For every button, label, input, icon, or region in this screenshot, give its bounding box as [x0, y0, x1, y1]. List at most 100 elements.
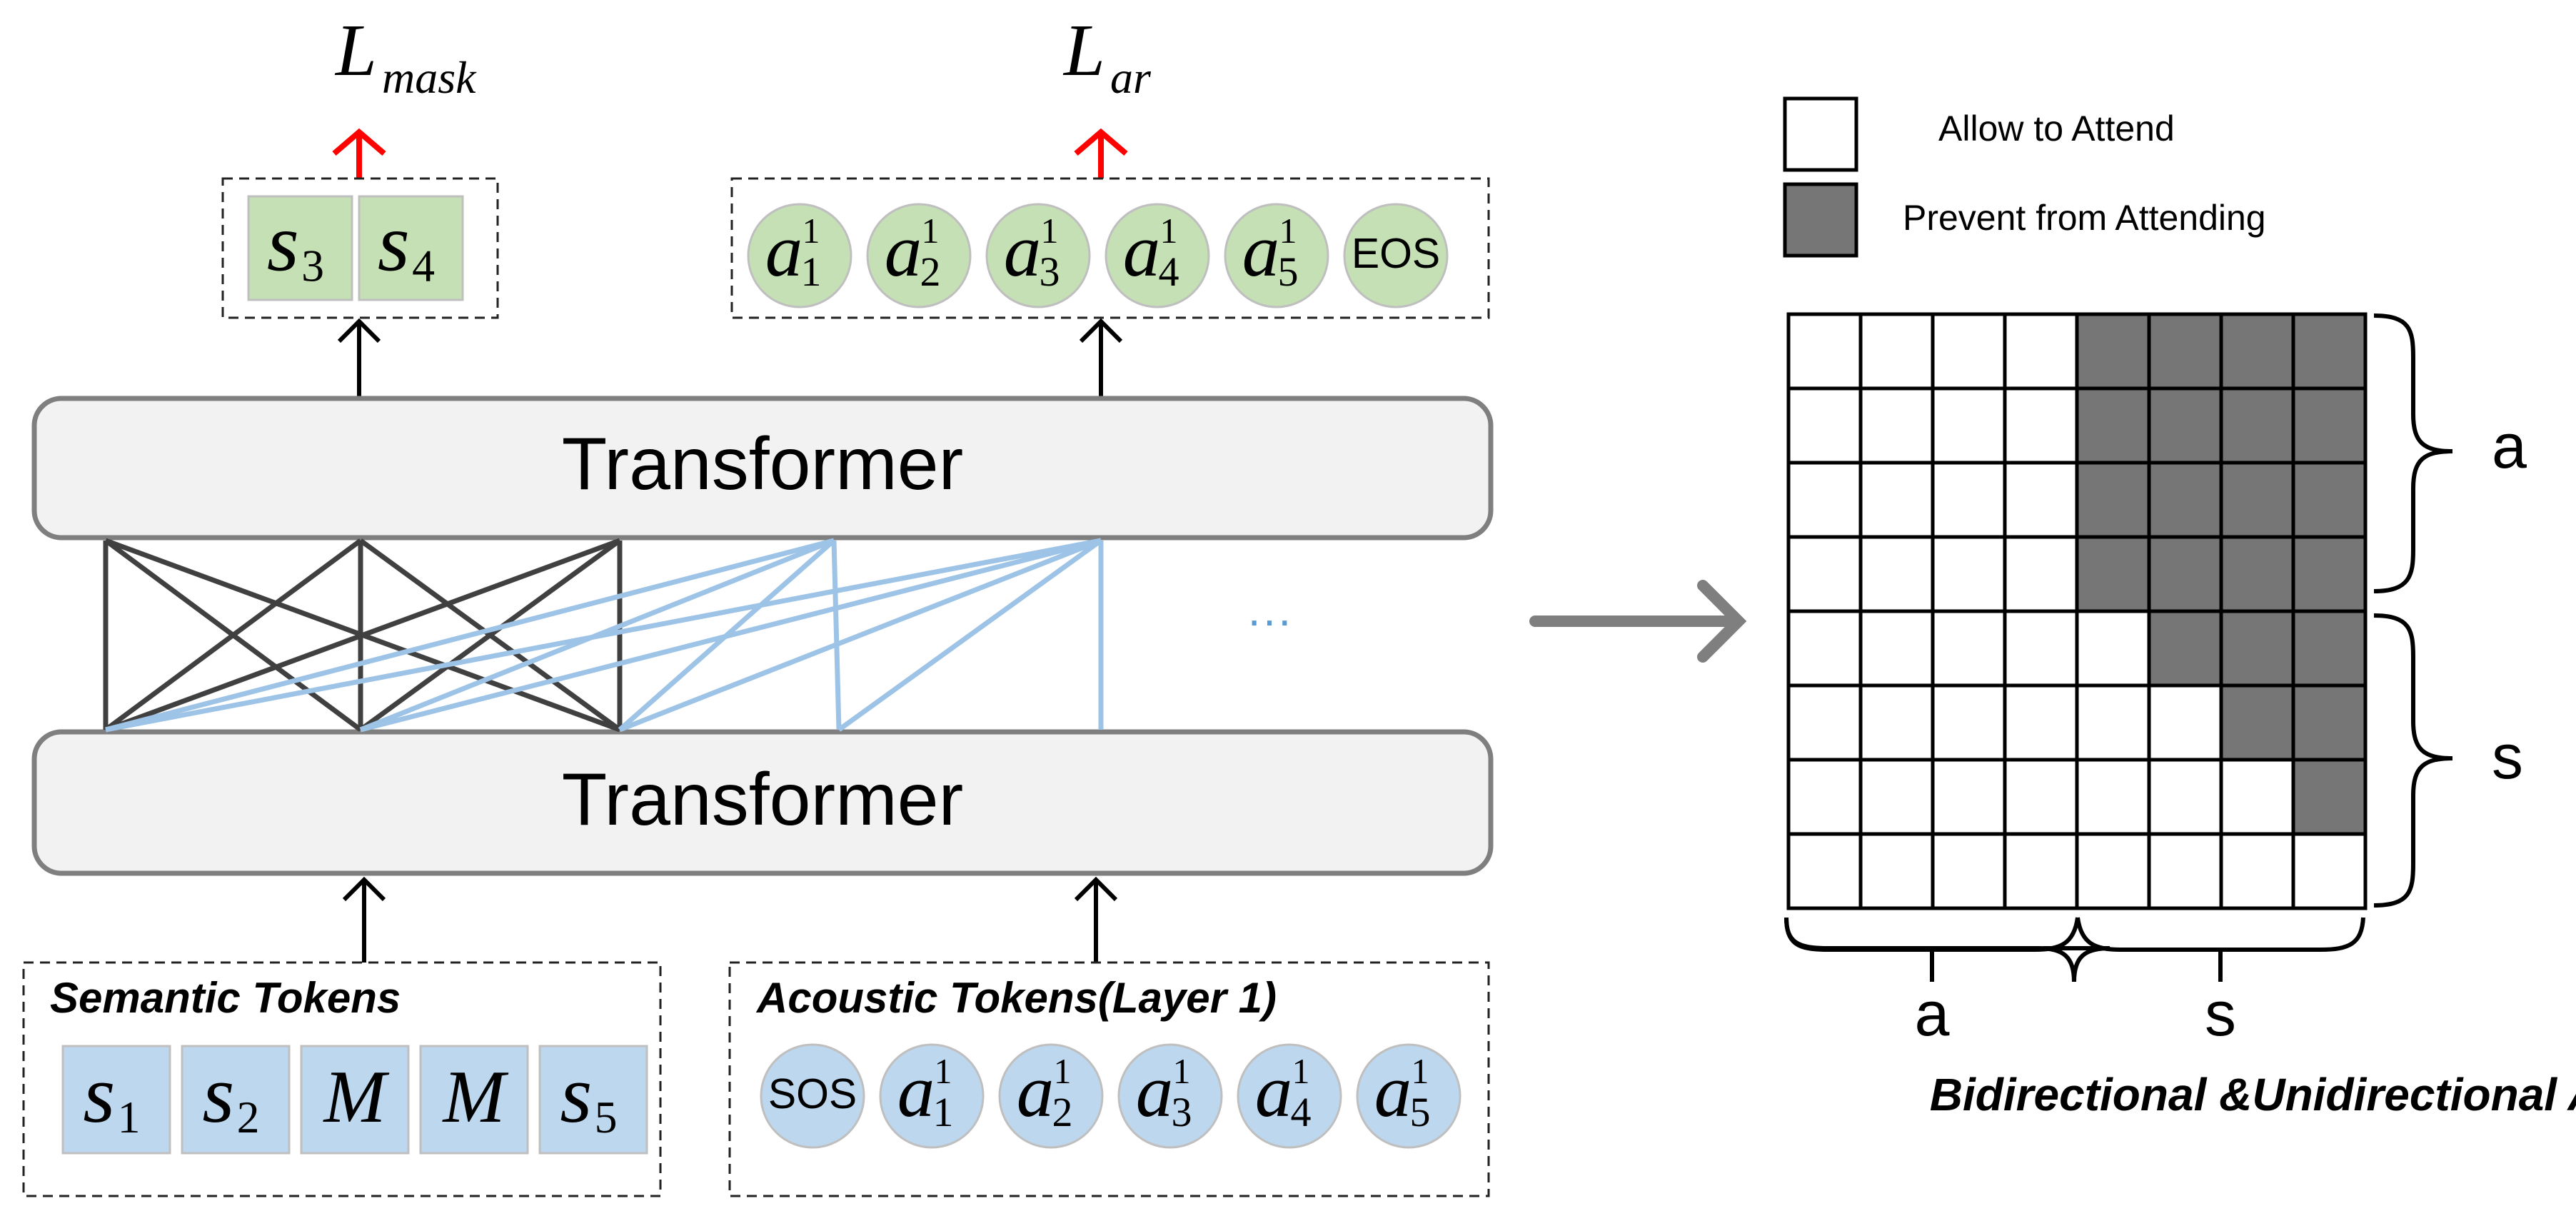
token-main: M: [441, 1055, 508, 1138]
connection-blue: [831, 540, 842, 730]
mask-cell-allowed: [1786, 609, 1863, 688]
mask-cell-allowed: [2003, 758, 2079, 836]
mask-cell-blocked: [2291, 683, 2368, 762]
legend-prevent-swatch: [1783, 182, 1858, 258]
token-sup: 1: [1054, 1051, 1072, 1091]
loss-ar-label: L ar: [1062, 9, 1152, 103]
token-square: [419, 1045, 529, 1155]
transformer-bottom-label: Transformer: [562, 758, 963, 841]
mask-cell-allowed: [1931, 832, 2007, 910]
token-main: s: [267, 196, 299, 288]
token-square: [61, 1045, 171, 1155]
mask-cell-allowed: [2003, 832, 2079, 910]
input-acoustic-token: a21: [998, 1043, 1104, 1149]
input-semantic-title: Semantic Tokens: [50, 974, 401, 1022]
loss-mask-main: L: [334, 9, 377, 91]
loss-mask-sub: mask: [382, 52, 477, 103]
token-main: a: [1017, 1049, 1055, 1132]
mask-cell-allowed: [2003, 535, 2079, 613]
mask-cell-allowed: [1931, 386, 2007, 465]
ellipsis: ···: [1247, 594, 1292, 645]
mask-cell-blocked: [2291, 758, 2368, 836]
connection-dark: [104, 538, 363, 732]
token-sub: 4: [412, 241, 435, 291]
mask-cell-blocked: [2291, 535, 2368, 613]
transformer-bottom: [31, 729, 1494, 876]
token-circle: [747, 203, 852, 308]
mask-cell-allowed: [1858, 386, 1935, 465]
mask-cell-blocked: [2219, 312, 2295, 391]
mask-cell-allowed: [1858, 609, 1935, 688]
output-semantic-box: [221, 177, 499, 319]
token-sub: 3: [1040, 248, 1060, 295]
token-circle: [1356, 1043, 1461, 1149]
transformer-top: [31, 396, 1494, 541]
connection-dark: [104, 538, 621, 733]
output-acoustic-token: EOS: [1343, 203, 1449, 308]
mask-cell-allowed: [1786, 386, 1863, 465]
mask-cell-allowed: [2075, 832, 2151, 910]
token-main: a: [1255, 1049, 1293, 1132]
mask-cell-blocked: [2075, 535, 2151, 613]
token-sub: 2: [237, 1092, 260, 1142]
token-main: a: [1136, 1049, 1174, 1132]
mask-cell-allowed: [1858, 758, 1935, 836]
token-sup: 1: [1279, 211, 1297, 251]
token-sup: 1: [803, 211, 820, 251]
token-square: [538, 1045, 648, 1155]
mask-cell-allowed: [1786, 758, 1863, 836]
token-sub: 3: [1172, 1089, 1192, 1135]
mask-cell-allowed: [2219, 832, 2295, 910]
token-sup: 1: [1173, 1051, 1191, 1091]
input-acoustic-box: [728, 961, 1490, 1197]
input-acoustic-token: SOS: [760, 1043, 865, 1149]
token-main: a: [1123, 208, 1161, 292]
token-square: [181, 1045, 291, 1155]
arrow-top-left: [337, 318, 381, 400]
red-arrow-ar: [1074, 128, 1128, 179]
attention-connections: [103, 538, 1104, 733]
token-circle: [998, 1043, 1104, 1149]
arrow-bottom-left: [342, 876, 386, 963]
output-acoustic-token: a31: [985, 203, 1091, 308]
mask-cell-blocked: [2219, 535, 2295, 613]
token-circle: [985, 203, 1091, 308]
connection-blue: [837, 538, 1103, 732]
brace-right-bottom-label: s: [2492, 721, 2523, 792]
transition-arrow: [1529, 580, 1747, 663]
output-acoustic-token: a51: [1224, 203, 1329, 308]
token-sub: 2: [920, 248, 941, 295]
token-main: a: [765, 208, 803, 292]
mask-cell-allowed: [2003, 683, 2079, 762]
mask-cell-allowed: [2003, 461, 2079, 539]
legend-allow-swatch: [1783, 96, 1858, 172]
connection-blue: [618, 538, 1102, 733]
legend-prevent-label: Prevent from Attending: [1903, 198, 2266, 238]
loss-ar-sub: ar: [1110, 52, 1152, 103]
brace-bottom-right-label: s: [2205, 978, 2236, 1049]
token-main: s: [560, 1048, 592, 1140]
token-main: a: [897, 1049, 935, 1132]
arrow-top-right: [1079, 318, 1123, 400]
mask-cell-blocked: [2147, 312, 2223, 391]
token-sup: 1: [1041, 211, 1059, 251]
mask-cell-blocked: [2291, 461, 2368, 539]
legend-allow-label: Allow to Attend: [1938, 109, 2175, 149]
token-sub: 1: [933, 1089, 954, 1135]
brace-right-top: [2373, 313, 2453, 593]
token-circle: [1343, 203, 1449, 308]
mask-cell-allowed: [2003, 312, 2079, 391]
loss-ar-main: L: [1062, 9, 1105, 91]
token-main: s: [202, 1048, 234, 1140]
mask-cell-allowed: [2075, 609, 2151, 688]
token-square: [300, 1045, 410, 1155]
connection-blue: [359, 538, 835, 733]
brace-right-top-label: a: [2492, 411, 2527, 481]
